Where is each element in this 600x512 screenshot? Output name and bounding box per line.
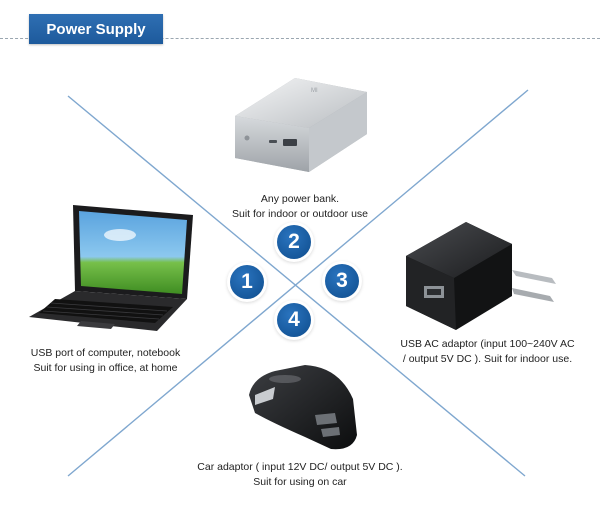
ac-adaptor-image: [406, 222, 556, 330]
power-bank-logo: MI: [311, 88, 318, 94]
caption-laptop-line1: USB port of computer, notebook: [30, 347, 181, 359]
header-title: Power Supply: [29, 14, 163, 44]
caption-car-adaptor: Car adaptor ( input 12V DC/ output 5V DC…: [180, 460, 420, 490]
car-adaptor-image: [249, 365, 357, 450]
caption-ac-adaptor-line1: USB AC adaptor (input 100~240V AC: [400, 338, 575, 350]
caption-power-bank: Any power bank. Suit for indoor or outdo…: [230, 192, 370, 222]
caption-power-bank-line1: Any power bank.: [260, 193, 340, 205]
caption-car-adaptor-line1: Car adaptor ( input 12V DC/ output 5V DC…: [197, 461, 403, 473]
badge-4: 4: [277, 303, 311, 337]
badge-3: 3: [325, 264, 359, 298]
caption-laptop-line2: Suit for using in office, at home: [33, 362, 178, 374]
caption-ac-adaptor-line2: / output 5V DC ). Suit for indoor use.: [402, 353, 573, 365]
badge-1: 1: [230, 265, 264, 299]
caption-car-adaptor-line2: Suit for using on car: [253, 476, 347, 488]
badge-2: 2: [277, 225, 311, 259]
caption-ac-adaptor: USB AC adaptor (input 100~240V AC / outp…: [395, 337, 580, 367]
caption-power-bank-line2: Suit for indoor or outdoor use: [232, 208, 368, 220]
caption-laptop: USB port of computer, notebook Suit for …: [18, 346, 193, 376]
power-bank-image: MI: [235, 78, 367, 172]
header-divider: [0, 38, 600, 39]
laptop-image: [29, 205, 193, 331]
